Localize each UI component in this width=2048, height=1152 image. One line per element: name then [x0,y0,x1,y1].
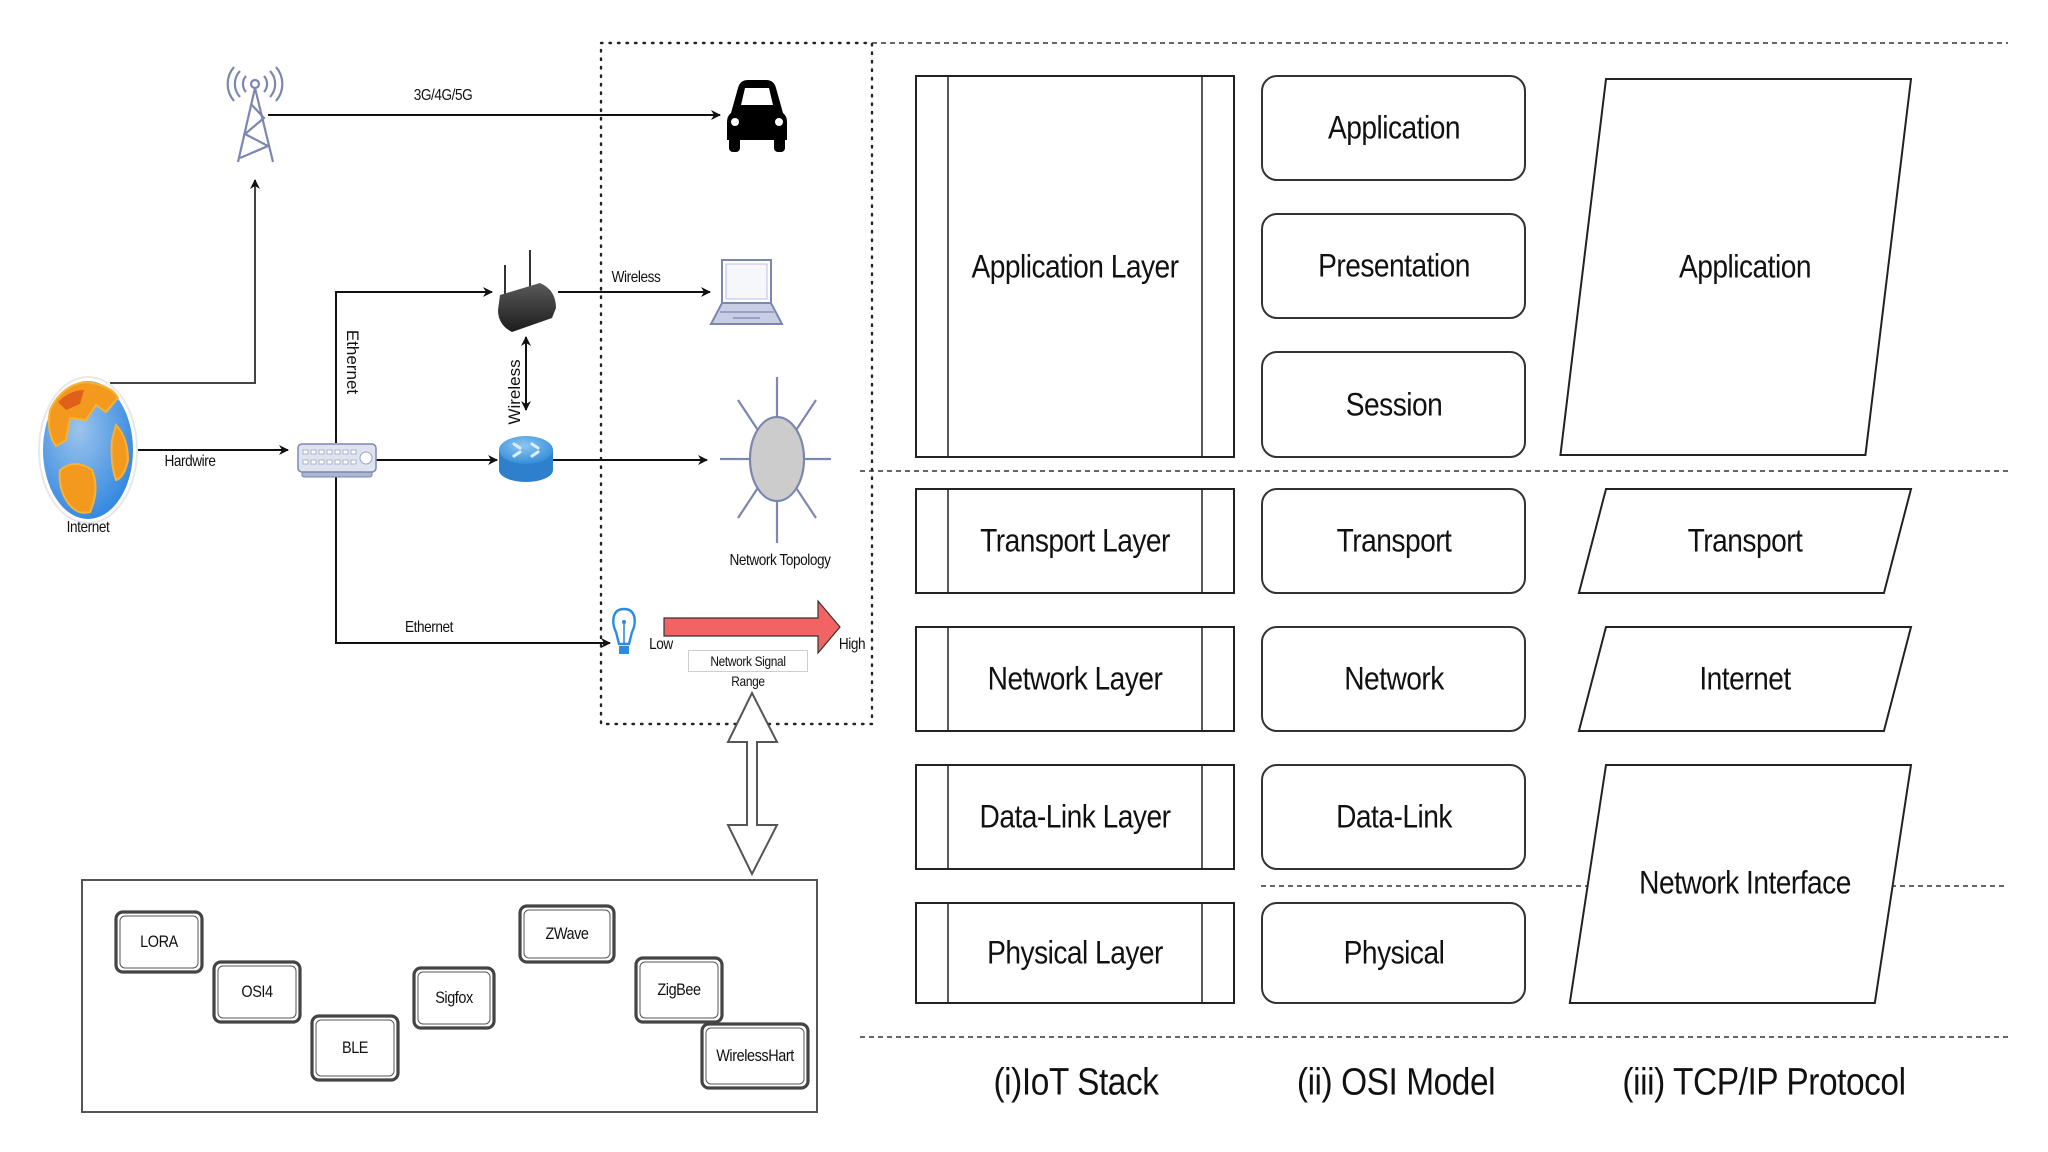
wifi-router-icon [498,250,556,332]
iot-layer-box [915,488,1235,594]
osi-layer-box [1261,75,1526,181]
light-bulb-icon [612,607,636,654]
iot-layer-box [915,626,1235,732]
router-icon [499,436,553,482]
bidirectional-block-arrow [726,690,779,877]
osi-layer-label: Transport [1336,522,1452,559]
protocol-label: ZWave [545,924,589,943]
osi-layer-label: Data-Link [1336,798,1452,835]
wireless-vertical-label: Wireless [505,359,524,425]
protocol-label: LORA [140,932,178,951]
signal-low-label: Low [649,636,673,653]
protocol-label: OSI4 [241,982,273,1001]
osi-layer-label: Physical [1343,934,1445,971]
tcpip-layer-label: Internet [1699,660,1791,697]
iot-layer-box [915,764,1235,870]
tcpip-layer-box [1577,488,1913,594]
osi-layer-box [1261,626,1526,732]
protocol-label: BLE [341,1038,369,1057]
internet-label: Internet [66,519,110,536]
globe-icon [38,376,138,524]
network-topology-label: Network Topology [729,552,831,569]
osi-model-caption: (ii) OSI Model [1296,1061,1496,1104]
osi-layer-label: Application [1328,109,1460,146]
star-topology-icon [720,377,831,543]
cell-tower-icon [226,66,284,163]
network-switch-icon [297,443,377,478]
iot-layer-label: Application Layer [971,248,1179,284]
tcpip-layer-box [1577,626,1913,732]
iot-layer-label: Data-Link Layer [979,798,1171,835]
tcpip-layer-label: Application [1679,248,1811,285]
laptop-icon [709,259,784,325]
protocol-box [518,904,616,964]
tcpip-layer-box [1568,764,1913,1004]
ethernet-to-bulb-link [335,477,611,648]
protocol-box [114,910,204,974]
protocol-label: ZigBee [657,980,701,999]
osi-layer-box [1261,764,1526,870]
iot-stack-caption: (i)IoT Stack [993,1061,1159,1104]
signal-high-label: High [838,636,866,653]
osi-layer-label: Session [1345,386,1443,422]
iot-layer-box [915,75,1235,458]
ethernet-vertical-label: Ethernet [343,329,362,395]
ethernet-to-wifi-link [335,287,493,443]
iot-layer-label: Transport Layer [980,522,1170,559]
osi-layer-label: Network [1344,660,1444,697]
protocol-box [310,1014,400,1082]
protocol-label: Sigfox [435,988,473,1007]
signal-range-arrow [663,599,841,655]
cellular-label: 3G/4G/5G [413,87,473,104]
protocol-label: WirelessHart [716,1046,794,1065]
iot-layer-label: Physical Layer [987,934,1163,971]
tcpip-layer-box [1559,78,1913,456]
tcpip-layer-label: Network Interface [1639,864,1851,901]
globe-to-tower-link [110,179,260,384]
wireless-laptop-label: Wireless [611,269,661,286]
protocol-box [212,960,302,1024]
iot-layer-box [915,902,1235,1004]
osi-layer-box [1261,351,1526,458]
tcpip-protocol-caption: (iii) TCP/IP Protocol [1622,1061,1906,1104]
ethernet-bulb-label: Ethernet [404,619,454,636]
osi-layer-label: Presentation [1318,247,1470,284]
protocol-box [700,1022,810,1090]
car-icon [727,80,787,152]
protocol-box [412,966,496,1030]
tcpip-layer-label: Transport [1687,522,1803,559]
hardwire-label: Hardwire [164,453,216,470]
osi-layer-box [1261,213,1526,319]
osi-layer-box [1261,902,1526,1004]
signal-range-caption: Network Signal Range [688,650,808,689]
osi-layer-box [1261,488,1526,594]
protocol-box [634,956,724,1024]
iot-layer-label: Network Layer [987,660,1163,697]
